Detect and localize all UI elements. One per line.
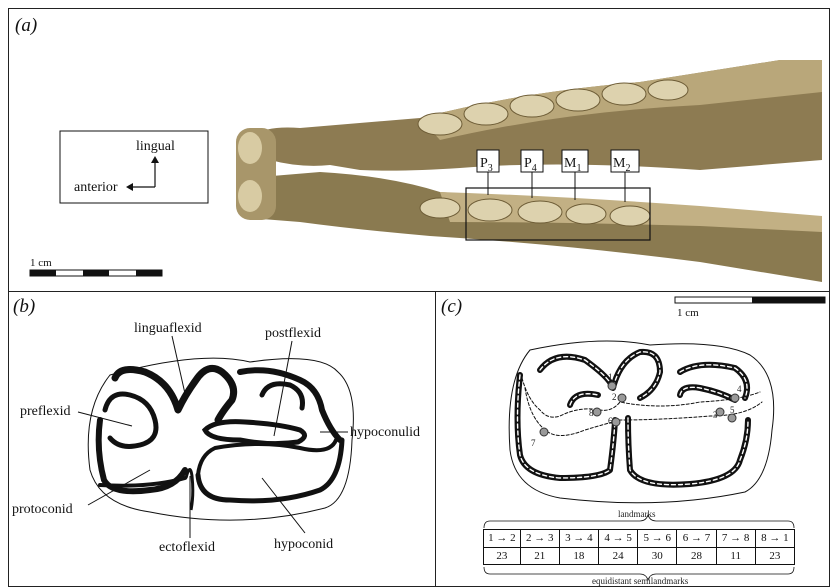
svg-text:3: 3 [713, 410, 718, 420]
table-header-row: 1 → 2 2 → 3 3 → 4 4 → 5 5 → 6 6 → 7 7 → … [484, 530, 795, 548]
table-value-cell: 11 [716, 547, 755, 565]
table-value-cell: 21 [520, 547, 559, 565]
table-header-cell: 2 → 3 [520, 530, 559, 548]
table-header-cell: 3 → 4 [559, 530, 598, 548]
table-header-cell: 6 → 7 [677, 530, 716, 548]
table-top-caption: landmarks [618, 509, 656, 519]
table-value-cell: 23 [484, 547, 521, 565]
table-value-cell: 30 [638, 547, 677, 565]
svg-text:7: 7 [531, 438, 536, 448]
svg-text:1 cm: 1 cm [677, 307, 699, 319]
svg-text:2: 2 [612, 392, 617, 402]
table-bottom-caption: equidistant semilandmarks [592, 576, 689, 586]
table-value-row: 23 21 18 24 30 28 11 23 [484, 547, 795, 565]
table-header-cell: 8 → 1 [755, 530, 794, 548]
table-value-cell: 28 [677, 547, 716, 565]
svg-text:6: 6 [608, 416, 613, 426]
svg-text:4: 4 [737, 384, 742, 394]
svg-text:8: 8 [589, 408, 594, 418]
table-header-cell: 1 → 2 [484, 530, 521, 548]
svg-text:1: 1 [608, 372, 613, 382]
semilandmark-table: 1 → 2 2 → 3 3 → 4 4 → 5 5 → 6 6 → 7 7 → … [483, 529, 795, 565]
scale-bar-c: 1 cm [675, 297, 825, 319]
table-value-cell: 24 [599, 547, 638, 565]
table-header-cell: 5 → 6 [638, 530, 677, 548]
table-value-cell: 23 [755, 547, 794, 565]
table-header-cell: 7 → 8 [716, 530, 755, 548]
svg-text:5: 5 [730, 405, 735, 415]
table-header-cell: 4 → 5 [599, 530, 638, 548]
table-value-cell: 18 [559, 547, 598, 565]
